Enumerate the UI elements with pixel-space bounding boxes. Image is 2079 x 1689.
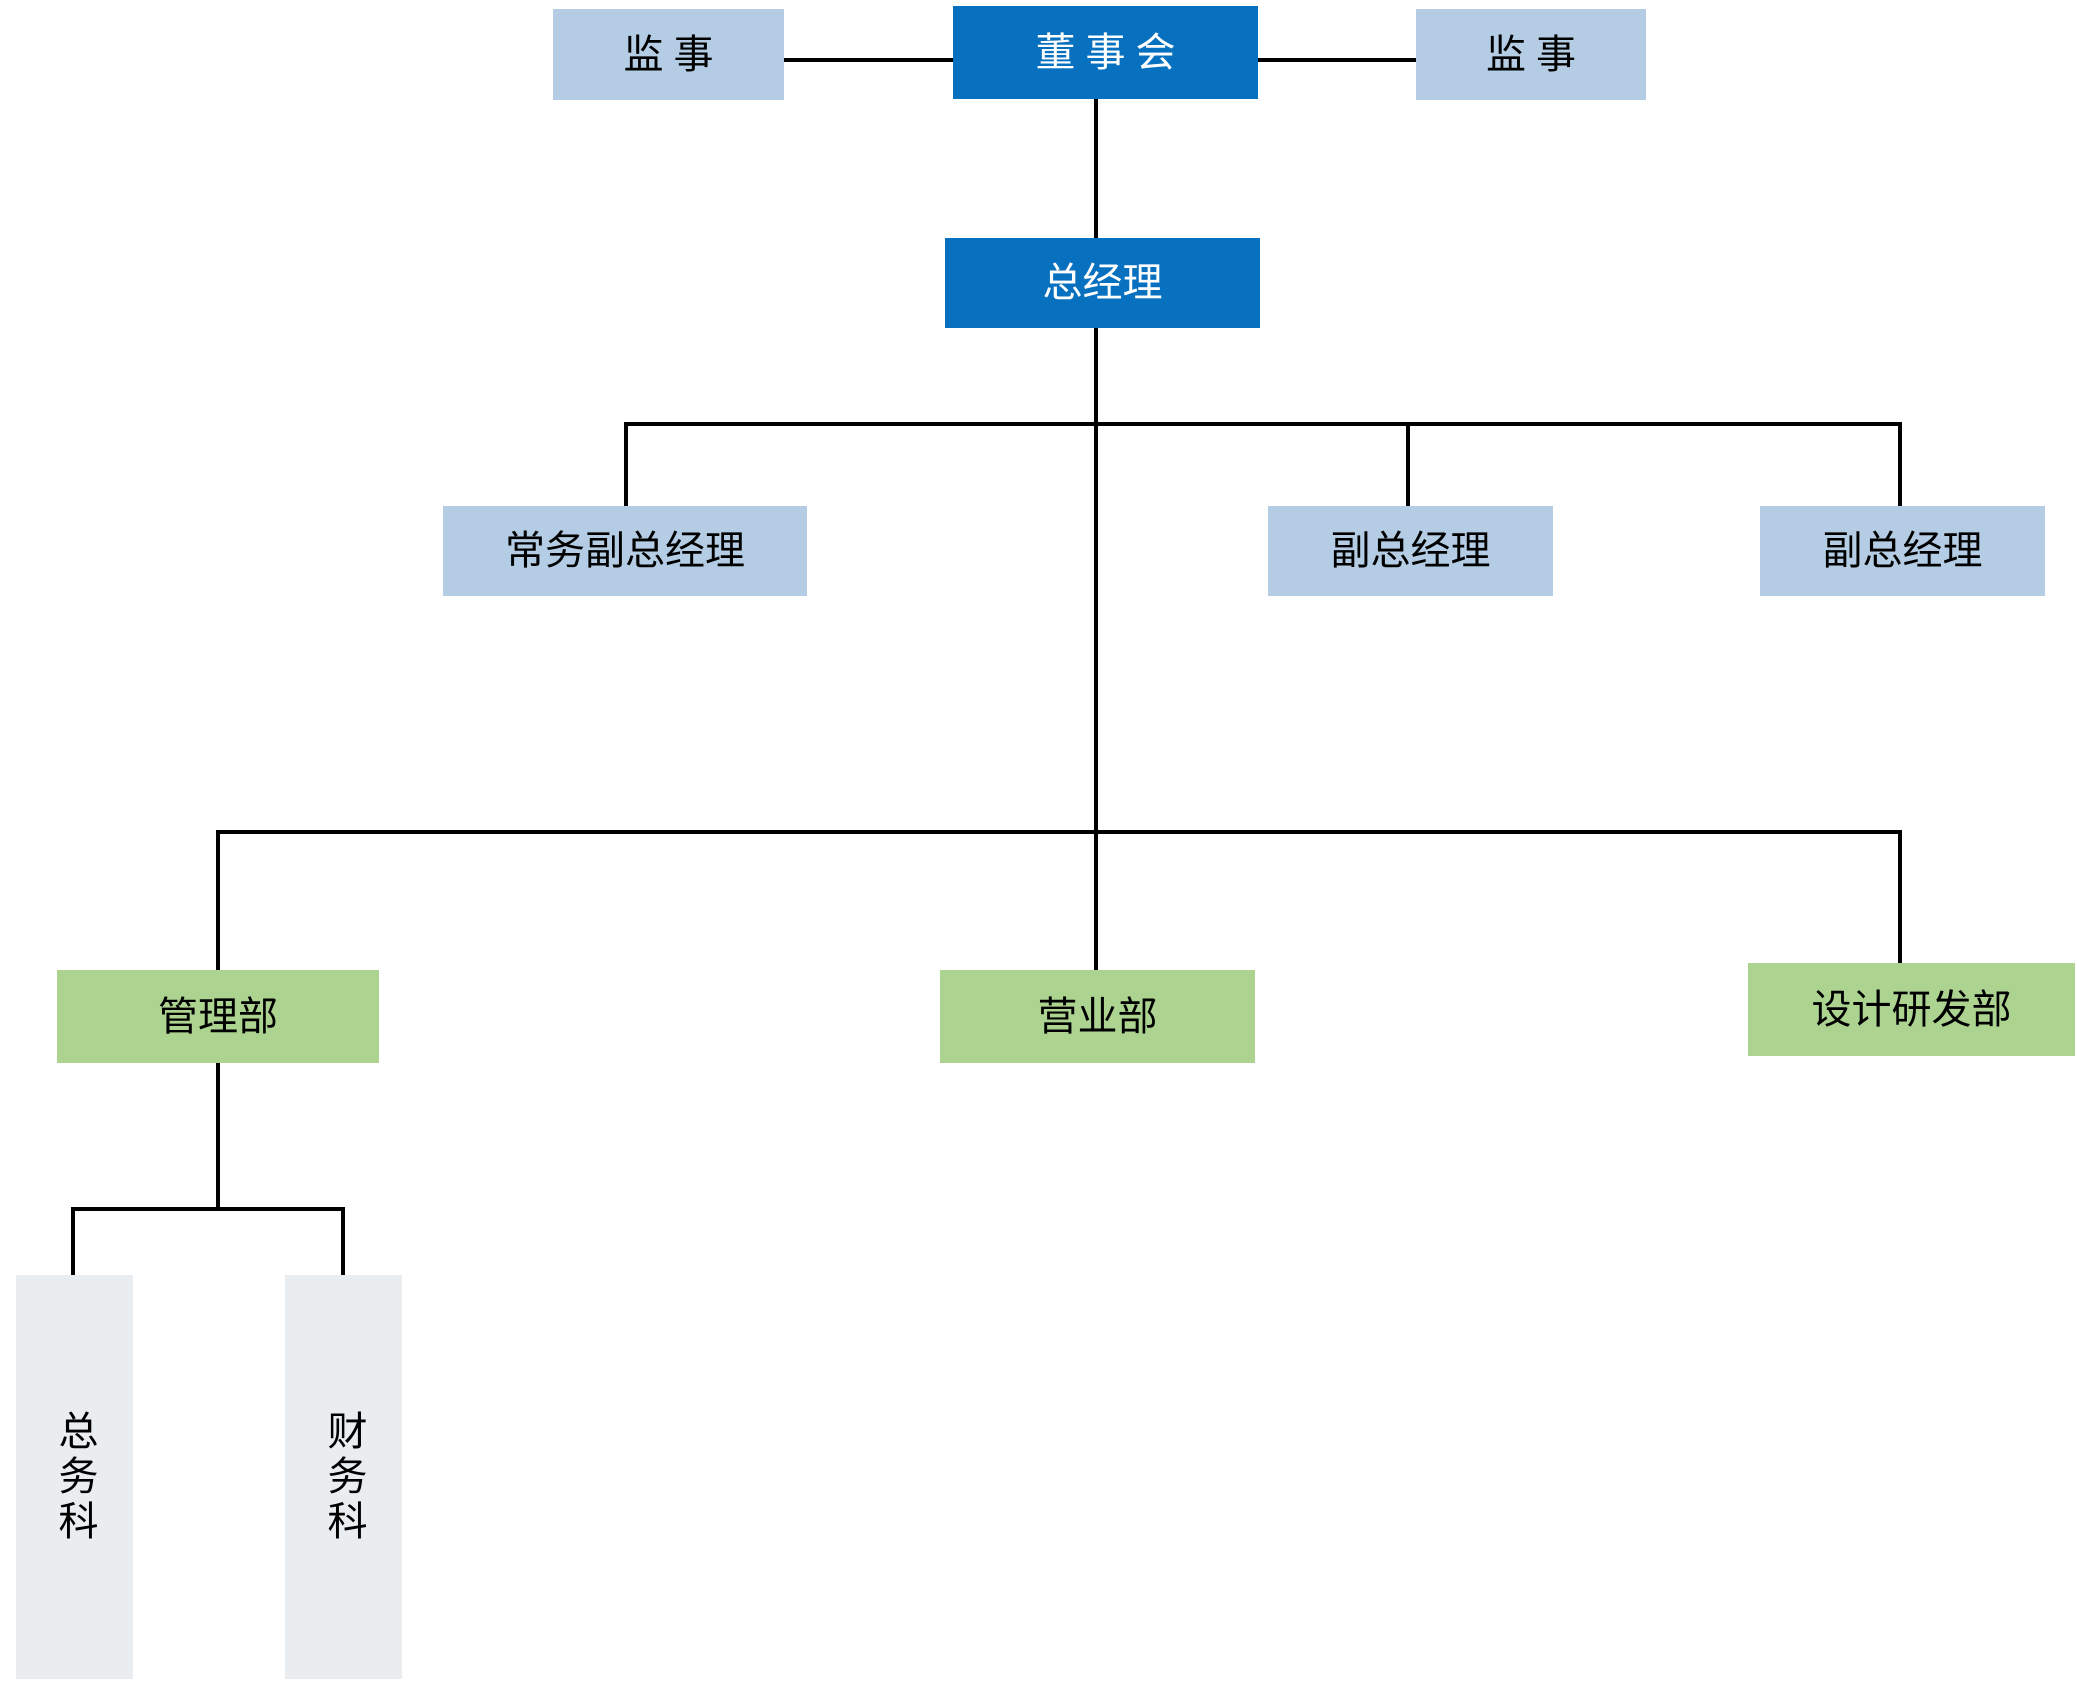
node-section-finance[interactable]: 财务科 [285, 1275, 402, 1679]
connector-board-to-supervisor-right [1258, 58, 1416, 62]
node-department-design-rd-label: 设计研发部 [1811, 986, 2012, 1032]
connector-drop-section-finance [341, 1207, 345, 1277]
node-section-finance-label: 财务科 [321, 1409, 367, 1545]
connector-supervisor-left-to-board [783, 58, 953, 62]
connector-general-manager-trunk [1094, 328, 1098, 832]
connector-drop-dept-design-rd [1898, 830, 1902, 963]
connector-department-bar [216, 830, 1902, 834]
node-section-general-affairs[interactable]: 总务科 [16, 1275, 133, 1679]
node-department-sales[interactable]: 营业部 [940, 970, 1255, 1063]
node-general-manager[interactable]: 总经理 [945, 238, 1260, 328]
connector-drop-vice-gm-1 [1406, 422, 1410, 506]
node-supervisor-right[interactable]: 监 事 [1416, 9, 1646, 100]
connector-management-to-section-bar [216, 1063, 220, 1209]
node-board-of-directors[interactable]: 董 事 会 [953, 6, 1258, 99]
connector-drop-dept-management [216, 830, 220, 970]
node-supervisor-left-label: 监 事 [623, 31, 714, 77]
node-vice-general-manager-1[interactable]: 副总经理 [1268, 506, 1553, 596]
node-general-manager-label: 总经理 [1042, 260, 1163, 305]
node-section-general-affairs-label: 总务科 [52, 1409, 98, 1545]
connector-drop-section-general-affairs [71, 1207, 75, 1277]
node-vice-general-manager-1-label: 副总经理 [1330, 528, 1491, 573]
node-department-management-label: 管理部 [158, 993, 278, 1039]
connector-vice-gm-bar [624, 422, 1902, 426]
node-vice-general-manager-2-label: 副总经理 [1822, 528, 1983, 573]
connector-drop-vice-gm-2 [1898, 422, 1902, 506]
connector-section-bar [71, 1207, 345, 1211]
node-executive-vice-general-manager[interactable]: 常务副总经理 [443, 506, 807, 596]
node-supervisor-left[interactable]: 监 事 [553, 9, 784, 100]
node-department-sales-label: 营业部 [1037, 993, 1158, 1039]
node-department-design-rd[interactable]: 设计研发部 [1748, 963, 2075, 1056]
node-executive-vice-general-manager-label: 常务副总经理 [505, 528, 745, 573]
node-supervisor-right-label: 监 事 [1486, 31, 1576, 77]
connector-board-to-general-manager [1094, 99, 1098, 238]
connector-drop-exec-vice-gm [624, 422, 628, 506]
connector-drop-dept-sales [1094, 830, 1098, 970]
node-board-of-directors-label: 董 事 会 [1035, 29, 1176, 75]
node-department-management[interactable]: 管理部 [57, 970, 379, 1063]
node-vice-general-manager-2[interactable]: 副总经理 [1760, 506, 2045, 596]
